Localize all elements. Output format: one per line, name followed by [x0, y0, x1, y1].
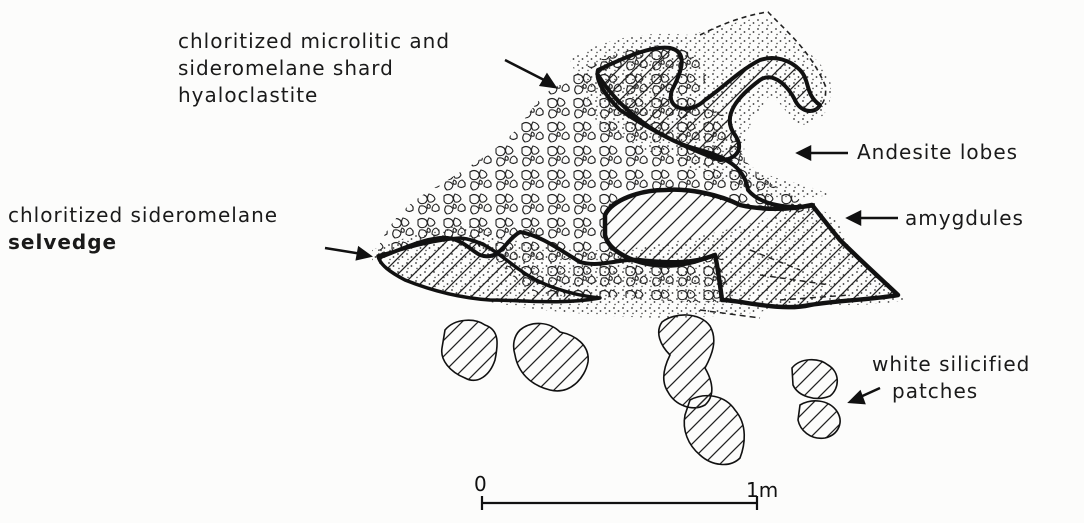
amygdules-arrowhead [848, 212, 860, 224]
amygdules-text: amygdules [905, 205, 1024, 232]
silicified-label-line: white silicified [872, 351, 1030, 378]
andesite-lobes-label: Andesite lobes [857, 139, 1018, 166]
silicified-patch [798, 401, 840, 438]
selvedge-label: chloritized sideromelane selvedge [8, 202, 278, 256]
silicified-patch [659, 315, 714, 408]
silicified-patches [442, 315, 840, 465]
silicified-arrowhead [850, 392, 864, 403]
silicified-patch [792, 360, 837, 399]
silicified-patch [442, 320, 497, 380]
hyaloclastite-arrowhead [541, 75, 555, 87]
selvedge-label-line: selvedge [8, 229, 278, 256]
selvedge-arrowhead [357, 248, 370, 259]
hyaloclastite-arrow [505, 60, 548, 82]
scale-bar [482, 496, 757, 510]
silicified-patches-label: white silicified patches [872, 351, 1030, 405]
selvedge-label-line: chloritized sideromelane [8, 202, 278, 229]
amygdules-label: amygdules [905, 205, 1024, 232]
andesite-arrowhead [798, 147, 810, 159]
hyaloclastite-label-line: hyaloclastite [178, 82, 450, 109]
silicified-patch [514, 323, 589, 390]
selvedge-arrow [325, 248, 362, 254]
hyaloclastite-label-line: sideromelane shard [178, 55, 450, 82]
scale-end-label: 1m [746, 478, 778, 502]
scale-start-label: 0 [474, 472, 487, 496]
silicified-label-line: patches [872, 378, 1030, 405]
hyaloclastite-label-line: chloritized microlitic and [178, 28, 450, 55]
andesite-lobes-text: Andesite lobes [857, 139, 1018, 166]
silicified-patch [684, 396, 744, 465]
hyaloclastite-label: chloritized microlitic and sideromelane … [178, 28, 450, 109]
